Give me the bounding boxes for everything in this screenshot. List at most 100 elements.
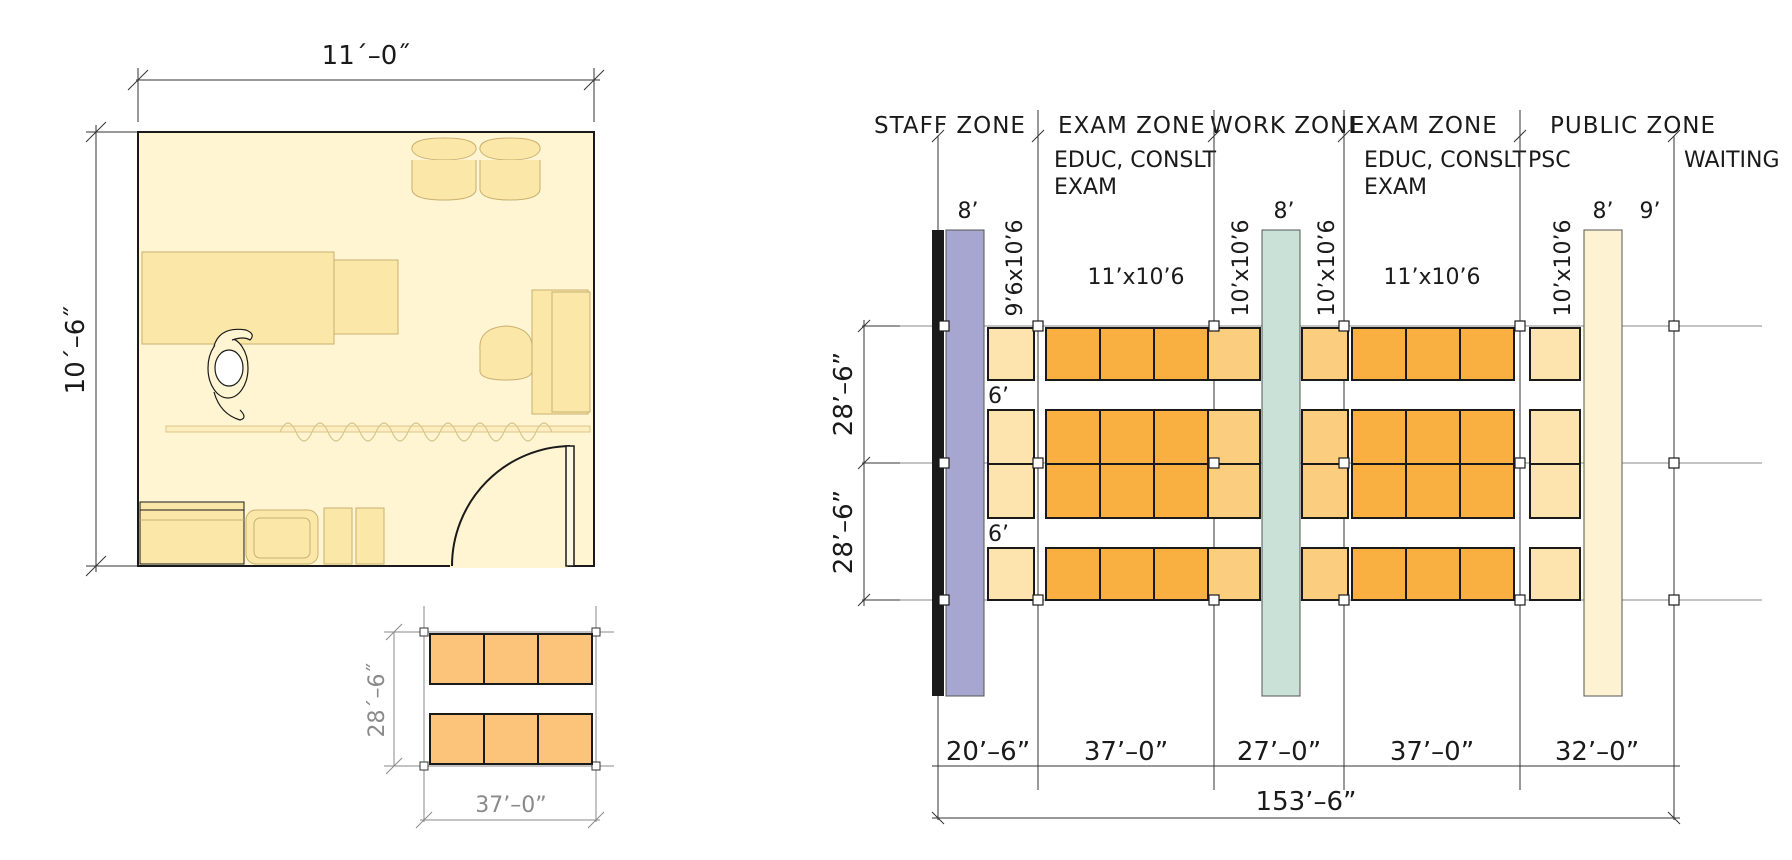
room-block — [1529, 409, 1581, 465]
module-depth-label: 28´–6˝ — [365, 663, 390, 738]
tick — [85, 555, 107, 577]
column-marker — [1208, 320, 1220, 332]
tick — [385, 757, 403, 775]
column-marker — [1208, 594, 1220, 606]
module-rooms-top — [429, 633, 593, 685]
desk-and-chair — [479, 289, 591, 415]
guest-chairs — [411, 137, 541, 201]
privacy-curtain — [165, 422, 591, 442]
work-room-size-left: 10’x10’6 — [1229, 220, 1254, 317]
bay-depth-2: 28’–6” — [829, 490, 859, 574]
work-corridor — [1261, 229, 1301, 697]
room-block — [1207, 409, 1261, 465]
room-block — [1405, 409, 1461, 465]
column-marker — [1208, 457, 1220, 469]
dim-public-zone: 32’–0” — [1555, 737, 1639, 767]
room-block — [1459, 547, 1515, 601]
waiting-width: 9’ — [1640, 199, 1661, 224]
room-block — [1153, 463, 1209, 519]
room-block — [1301, 547, 1349, 601]
subzone-educ-2: EDUC, CONSLT — [1364, 148, 1527, 173]
zone-label-staff: STAFF ZONE — [874, 113, 1026, 139]
column-marker — [938, 320, 950, 332]
column-marker — [1338, 457, 1350, 469]
room-block — [1405, 463, 1461, 519]
column-marker — [1338, 594, 1350, 606]
room-detail: 11´–0˝ 10´–6˝ — [61, 41, 605, 577]
room-block — [987, 463, 1035, 519]
room-block — [987, 547, 1035, 601]
column-marker — [938, 594, 950, 606]
tick — [85, 121, 107, 143]
room-block — [987, 409, 1035, 465]
column-marker — [1032, 594, 1044, 606]
casework-cabinets — [139, 501, 385, 565]
clinician-figure — [207, 328, 253, 421]
room-block — [1351, 463, 1407, 519]
column-marker — [1668, 320, 1680, 332]
column-marker — [1514, 594, 1526, 606]
column-marker — [419, 761, 429, 771]
room-block — [1301, 463, 1349, 519]
column-marker — [1668, 457, 1680, 469]
room-block — [1529, 463, 1581, 519]
room-block — [1099, 327, 1155, 381]
exam-table — [141, 251, 399, 345]
room-block — [1459, 327, 1515, 381]
column-marker — [1032, 457, 1044, 469]
exam-room-size-2: 11’x10’6 — [1384, 265, 1481, 290]
column-marker — [419, 627, 429, 637]
room-block — [1351, 409, 1407, 465]
room-block — [1459, 463, 1515, 519]
room-block — [1153, 547, 1209, 601]
room-block — [1099, 409, 1155, 465]
aisle-width-2: 6’ — [988, 522, 1009, 547]
room-blocks — [987, 327, 1581, 601]
zone-label-exam-1: EXAM ZONE — [1058, 113, 1206, 139]
room-block — [1153, 327, 1209, 381]
dim-staff-zone: 20’–6” — [946, 737, 1030, 767]
staff-corridor-width: 8’ — [958, 199, 979, 224]
room-block — [1153, 409, 1209, 465]
module-detail: 28´–6˝ 37’–0” — [365, 606, 614, 829]
module-width-label: 37’–0” — [475, 793, 546, 818]
column-marker — [1668, 594, 1680, 606]
room-block — [1529, 327, 1581, 381]
subzone-exam-1: EXAM — [1054, 175, 1117, 200]
column-marker — [938, 457, 950, 469]
room-block — [1301, 409, 1349, 465]
subzone-exam-2: EXAM — [1364, 175, 1427, 200]
exam-room-size-1: 11’x10’6 — [1088, 265, 1185, 290]
dim-total: 153’–6” — [1256, 787, 1357, 817]
room-block — [1045, 463, 1101, 519]
room-block — [1351, 327, 1407, 381]
dim-exam-zone-1: 37’–0” — [1084, 737, 1168, 767]
room-block — [1045, 327, 1101, 381]
room-block — [1045, 409, 1101, 465]
column-marker — [1338, 320, 1350, 332]
door-swing — [451, 445, 575, 567]
clinic-plan: STAFF ZONE EXAM ZONE WORK ZONE EXAM ZONE… — [829, 110, 1780, 825]
dim-work-zone: 27’–0” — [1237, 737, 1321, 767]
public-corridor-width: 8’ — [1593, 199, 1614, 224]
room-block — [1207, 547, 1261, 601]
tick — [385, 623, 403, 641]
bay-depth-1: 28’–6” — [829, 352, 859, 436]
room-block — [1459, 409, 1515, 465]
zone-label-public: PUBLIC ZONE — [1550, 113, 1716, 139]
column-marker — [591, 761, 601, 771]
exterior-wall — [932, 230, 944, 696]
tick — [127, 69, 149, 91]
tick — [415, 811, 433, 829]
subzone-waiting: WAITING — [1684, 148, 1780, 173]
dim-exam-zone-2: 37’–0” — [1390, 737, 1474, 767]
bottom-dimension-strings — [931, 765, 1681, 825]
subzone-educ-1: EDUC, CONSLT — [1054, 148, 1217, 173]
column-marker — [1514, 457, 1526, 469]
subzone-psc: PSC — [1528, 148, 1571, 173]
room-block — [987, 327, 1035, 381]
zone-label-work: WORK ZONE — [1210, 113, 1364, 139]
column-marker — [1514, 320, 1526, 332]
column-marker — [591, 627, 601, 637]
